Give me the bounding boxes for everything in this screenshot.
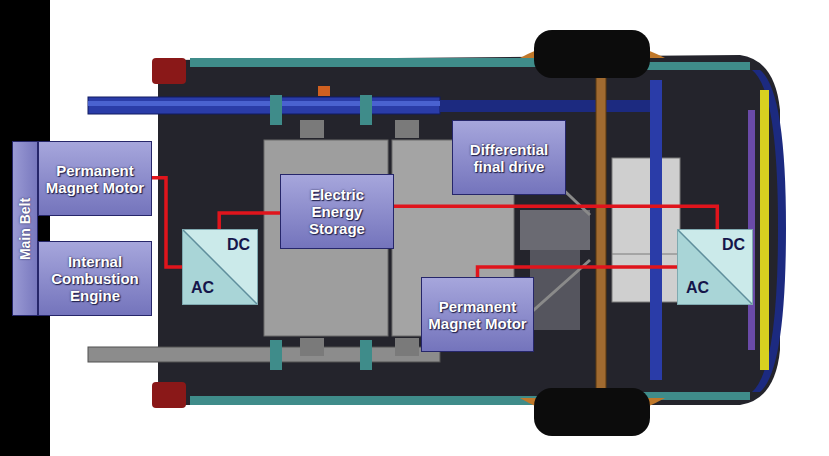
left-band: [0, 0, 50, 456]
inverter-diagonal: [183, 230, 257, 304]
power-wire: [478, 267, 678, 277]
belt-bar: Main Belt: [12, 141, 38, 316]
mount: [395, 120, 419, 138]
bracket: [270, 340, 282, 370]
node-label: Electric Energy Storage: [287, 186, 387, 237]
port-label: DC: [227, 236, 250, 254]
gearbox: [520, 210, 590, 250]
component-box: Differential final drive: [452, 120, 566, 195]
inverter-box: DC AC: [182, 229, 258, 305]
rear-corner: [152, 58, 186, 84]
inverter-box: DC AC: [677, 229, 753, 305]
component-box: Permanent Magnet Motor: [421, 277, 534, 352]
frame-rail: [190, 396, 540, 405]
node-label: Main Belt: [17, 197, 33, 259]
port-label: DC: [722, 236, 745, 254]
front-module: [612, 158, 680, 302]
power-wire: [219, 213, 280, 229]
bracket: [360, 340, 372, 370]
rear-corner: [152, 382, 186, 408]
module-line: [612, 206, 680, 207]
blue-beam-highlight: [88, 101, 440, 106]
mount: [395, 338, 419, 356]
port-label: AC: [191, 279, 214, 297]
mount: [300, 338, 324, 356]
front-stripe: [760, 90, 769, 370]
inverter-shade: [183, 230, 257, 304]
port-label: AC: [686, 279, 709, 297]
component-box: Permanent Magnet Motor: [38, 141, 152, 216]
bracket: [270, 95, 282, 125]
node-label: Permanent Magnet Motor: [45, 162, 145, 196]
grey-beam: [88, 347, 440, 362]
front-rail: [650, 80, 662, 380]
front-bumper: [752, 70, 786, 392]
power-wire: [152, 178, 182, 267]
bracket: [360, 95, 372, 125]
component-box: Electric Energy Storage: [280, 174, 394, 249]
frame-rail: [190, 58, 540, 67]
node-label: Permanent Magnet Motor: [428, 298, 527, 332]
component-box: Internal Combustion Engine: [38, 241, 152, 316]
front-axle: [596, 72, 606, 392]
node-label: Differential final drive: [459, 141, 559, 175]
node-label: Internal Combustion Engine: [45, 253, 145, 304]
inverter-diagonal: [678, 230, 752, 304]
frame-rail: [640, 62, 750, 70]
blue-beam: [88, 97, 440, 114]
power-wire: [394, 206, 717, 229]
mount: [300, 120, 324, 138]
blue-beam: [440, 100, 660, 112]
inverter-shade: [678, 230, 752, 304]
wheel: [534, 30, 650, 78]
wheel: [534, 388, 650, 436]
module-line: [612, 254, 680, 255]
clip: [318, 86, 330, 96]
